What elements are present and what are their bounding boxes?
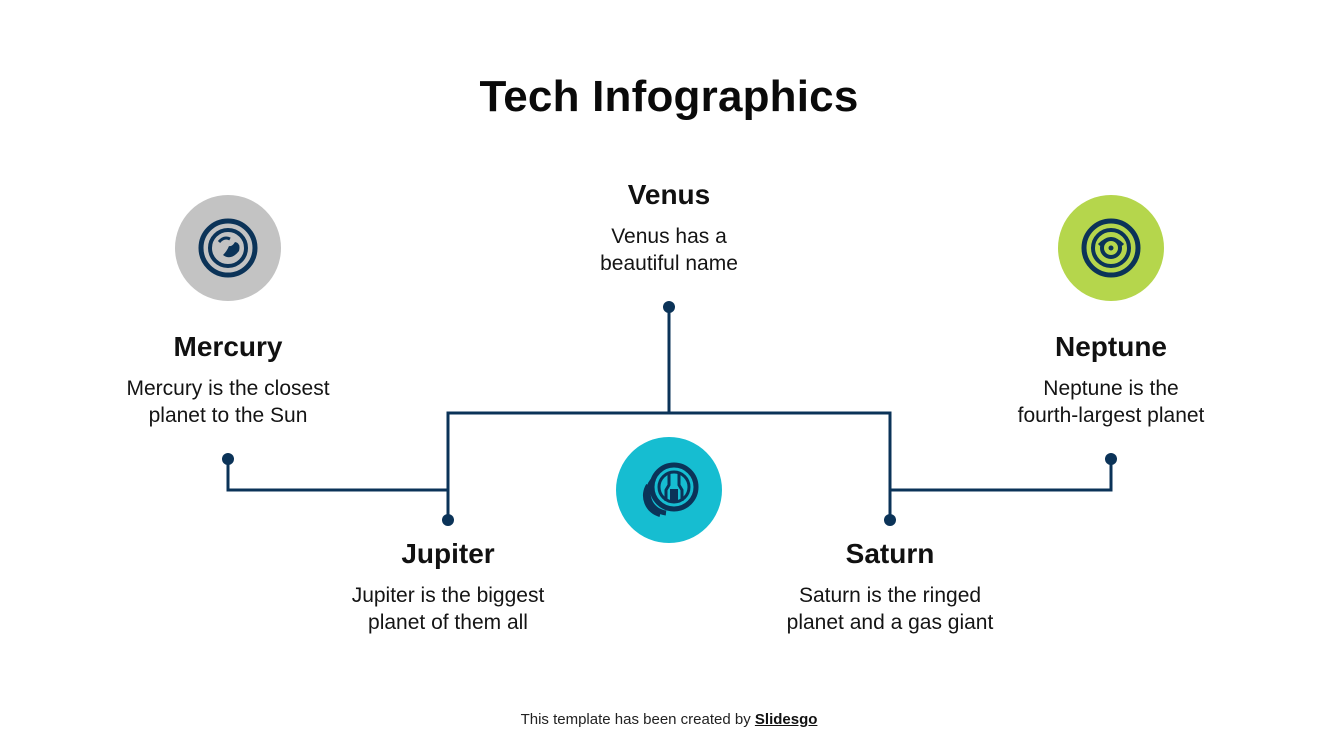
jupiter-node-dot [442,514,454,526]
neptune-icon-circle [1058,195,1164,301]
mercury-desc-line-2: planet to the Sun [148,404,308,427]
neptune-eye-icon [1081,218,1141,278]
coins-circuit-icon [642,462,699,517]
saturn-description: Saturn is the ringed planet and a gas gi… [740,582,1040,636]
neptune-node-dot [1105,453,1117,465]
slidesgo-link[interactable]: Slidesgo [754,711,818,728]
saturn-block: Saturn Saturn is the ringed planet and a… [740,538,1040,636]
saturn-desc-line-2: planet and a gas giant [786,611,994,634]
center-icon-circle [616,437,722,543]
jupiter-description: Jupiter is the biggest planet of them al… [298,582,598,636]
mercury-desc-line-1: Mercury is the closest [126,377,330,400]
venus-desc-line-2: beautiful name [600,252,738,275]
neptune-heading: Neptune [1055,331,1167,362]
mercury-description: Mercury is the closest planet to the Sun [78,375,378,429]
jupiter-desc-line-1: Jupiter is the biggest [351,584,545,607]
neptune-description: Neptune is the fourth-largest planet [961,375,1261,429]
neptune-desc-line-1: Neptune is the [1043,377,1179,400]
mercury-heading: Mercury [173,331,283,362]
saturn-desc-line-1: Saturn is the ringed [798,584,982,607]
venus-block: Venus Venus has a beautiful name [519,179,819,277]
neptune-desc-line-2: fourth-largest planet [1017,404,1205,427]
mercury-planet-icon [198,218,258,278]
mercury-block: Mercury Mercury is the closest planet to… [78,331,378,429]
venus-description: Venus has a beautiful name [519,223,819,277]
venus-desc-line-1: Venus has a [611,225,727,248]
saturn-node-dot [884,514,896,526]
venus-node-dot [663,301,675,313]
jupiter-block: Jupiter Jupiter is the biggest planet of… [298,538,598,636]
venus-heading: Venus [627,179,711,210]
neptune-block: Neptune Neptune is the fourth-largest pl… [961,331,1261,429]
jupiter-desc-line-2: planet of them all [368,611,528,634]
footer-credit: This template has been created by Slides… [0,711,1338,728]
slide-title: Tech Infographics [479,72,859,121]
saturn-heading: Saturn [845,538,935,569]
mercury-node-dot [222,453,234,465]
footer-text: This template has been created by [520,711,755,728]
mercury-icon-circle [175,195,281,301]
jupiter-heading: Jupiter [401,538,495,569]
